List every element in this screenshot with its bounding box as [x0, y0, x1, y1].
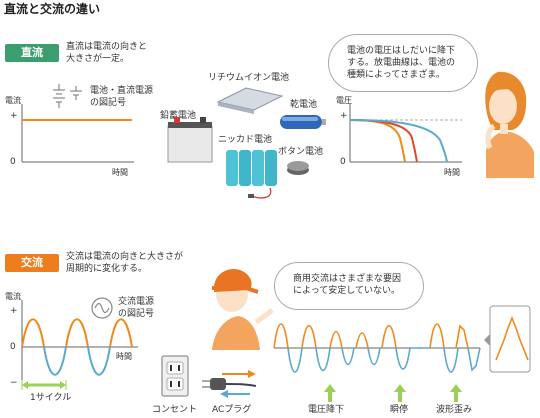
ac-plug-label: ACプラグ	[212, 405, 252, 415]
ac-axis-plus: +	[10, 306, 18, 316]
waveform-distortion-label: 波形歪み	[436, 405, 473, 415]
unstable-wave-positive	[273, 323, 469, 349]
outlet-icon	[161, 355, 189, 397]
distortion-zoom-box	[489, 305, 531, 373]
discharge-axis-y-label: 電圧	[336, 96, 352, 105]
label-lead-battery: 鉛蓄電池	[160, 111, 197, 121]
zoomed-stair-wave	[495, 315, 529, 361]
ac-symbol-caption-line: の図記号	[118, 309, 155, 319]
ac-source-symbol-icon	[91, 297, 113, 319]
ac-description: 交流は電流の向きと大きさが 周期的に変化する。	[66, 251, 183, 275]
dc-axis-plus: +	[10, 111, 18, 121]
dc-symbol-caption-line: 電池・直流電源	[90, 86, 154, 96]
ac-axis-minus: −	[10, 378, 18, 388]
label-dry-battery: 乾電池	[290, 100, 318, 110]
dc-bubble-line: 種類によってさまざま。	[347, 70, 445, 80]
button-battery-icon	[287, 161, 309, 175]
page-title: 直流と交流の違い	[4, 2, 101, 16]
ac-plug-icon	[202, 378, 257, 390]
discharge-axis-zero: 0	[340, 157, 346, 167]
dry-battery-icon	[280, 115, 326, 129]
woman-icon	[485, 71, 534, 178]
discharge-curve-blue	[349, 119, 448, 163]
unstable-wave-negative	[287, 347, 481, 373]
dc-symbol-caption: 電池・直流電源 の図記号	[90, 85, 153, 109]
ac-symbol-caption-line: 交流電源	[118, 297, 155, 307]
outlet-label: コンセント	[152, 405, 198, 415]
waveform-distortion-arrow-icon	[450, 384, 462, 402]
ac-badge: 交流	[5, 254, 59, 272]
ac-description-line: 周期的に変化する。	[66, 264, 148, 274]
label-button-battery: ボタン電池	[278, 147, 324, 157]
outage-label: 瞬停	[390, 405, 409, 415]
lead-battery-icon	[167, 117, 213, 163]
voltage-drop-arrow-icon	[324, 384, 336, 402]
dc-description-line: 大きさが一定。	[66, 54, 130, 64]
dc-description-line: 直流は電流の向きと	[66, 42, 148, 52]
label-lithium-ion: リチウムイオン電池	[208, 73, 290, 83]
ac-axis-x-label: 時間	[116, 352, 132, 361]
man-icon	[212, 268, 274, 350]
discharge-axis-plus: +	[340, 111, 348, 121]
one-cycle-label: 1サイクル	[30, 393, 72, 403]
dc-bubble-line: 電池の電圧はしだいに降下	[347, 46, 456, 56]
ac-wave-positive	[21, 318, 133, 348]
dc-axis-zero: 0	[10, 157, 16, 167]
dc-speech-bubble: 電池の電圧はしだいに降下 する。放電曲線は、電池の 種類によってさまざま。	[328, 34, 478, 92]
dc-bubble-line: する。放電曲線は、電池の	[347, 58, 456, 68]
ac-axis-y-label: 電流	[5, 292, 21, 301]
dc-description: 直流は電流の向きと 大きさが一定。	[66, 41, 147, 65]
ac-description-line: 交流は電流の向きと大きさが	[66, 252, 184, 262]
label-nicd-battery: ニッカド電池	[218, 135, 273, 145]
nicd-battery-pack-icon	[226, 150, 277, 199]
dc-badge: 直流	[5, 44, 59, 62]
ac-axis-zero: 0	[10, 342, 16, 352]
dc-battery-symbol-icon	[53, 84, 82, 108]
dc-axis-x-label: 時間	[112, 168, 128, 177]
discharge-axis-x-label: 時間	[444, 168, 460, 177]
dc-symbol-caption-line: の図記号	[90, 98, 127, 108]
ac-bubble-line: によって安定していない。	[293, 286, 401, 296]
ac-symbol-caption: 交流電源 の図記号	[118, 296, 154, 320]
voltage-drop-label: 電圧降下	[308, 405, 345, 415]
ac-bubble-line: 商用交流はさまざまな要因	[293, 274, 402, 284]
dc-axis-y-label: 電流	[5, 96, 21, 105]
lithium-ion-battery-side	[218, 102, 254, 114]
outage-arrow-icon	[394, 384, 406, 402]
ac-wave-negative	[43, 346, 111, 376]
ac-speech-bubble: 商用交流はさまざまな要因 によって安定していない。	[274, 262, 424, 310]
